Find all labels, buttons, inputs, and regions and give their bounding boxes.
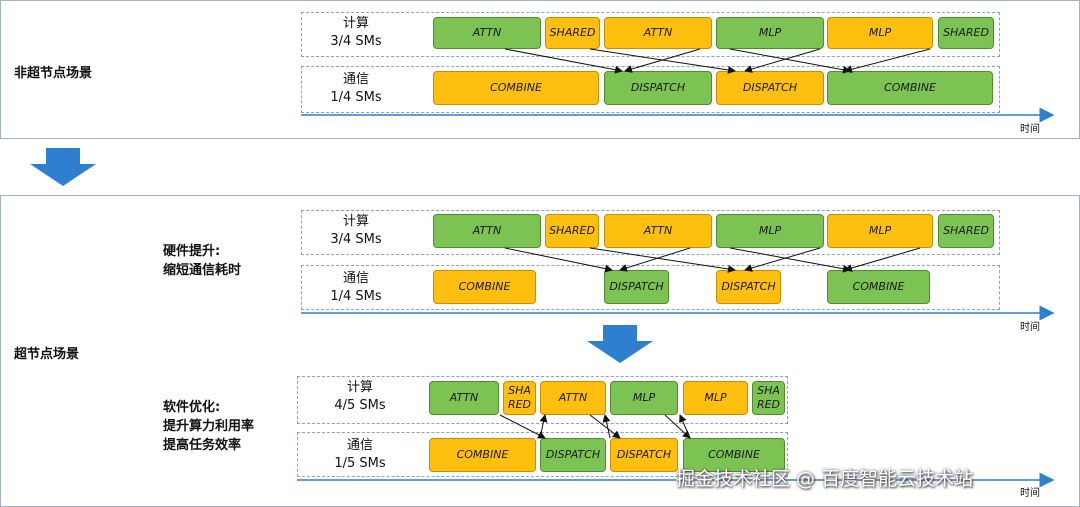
comm-block: COMBINE — [433, 71, 599, 105]
compute-block: SHARED — [938, 214, 994, 248]
hardware-note-line: 缩短通信耗时 — [163, 263, 242, 278]
compute-block: MLP — [683, 381, 748, 415]
compute-block: MLP — [827, 214, 933, 248]
compute-block: SHARED — [938, 17, 994, 49]
compute-lane-label-line: 3/4 SMs — [330, 232, 382, 247]
hardware-note-line: 硬件提升: — [163, 244, 221, 259]
comm-lane-label: 通信 1/5 SMs — [320, 437, 400, 473]
comm-block: COMBINE — [827, 270, 930, 304]
time-axis-label: 时间 — [1020, 322, 1040, 333]
dependency-arrow — [729, 48, 851, 74]
comm-lane-label-line: 通信 — [346, 438, 373, 453]
comm-lane — [301, 265, 1000, 310]
comm-lane — [301, 66, 1000, 113]
hardware-note: 硬件提升: 缩短通信耗时 — [163, 242, 241, 280]
dependency-arrow — [504, 247, 613, 273]
compute-lane — [301, 12, 1000, 57]
watermark: 掘金技术社区 @ 百度智能云技术站 — [676, 468, 974, 490]
compute-block: SHA RED — [503, 381, 536, 415]
compute-block: ATTN — [540, 381, 606, 415]
comm-block: DISPATCH — [604, 270, 669, 304]
dependency-arrow — [589, 414, 621, 439]
comm-block: COMBINE — [683, 438, 785, 472]
dependency-arrow — [664, 414, 691, 439]
dependency-arrow — [844, 48, 931, 74]
panel-label-non-supernode: 非超节点场景 — [14, 66, 93, 81]
compute-block: ATTN — [604, 214, 712, 248]
dependency-arrow — [504, 48, 623, 74]
compute-lane-label-line: 计算 — [346, 380, 373, 395]
time-axis-label: 时间 — [1020, 488, 1040, 499]
compute-lane-label: 计算 3/4 SMs — [316, 213, 396, 249]
comm-lane-label-line: 通信 — [342, 271, 369, 286]
comm-lane-label-line: 通信 — [342, 72, 369, 87]
dependency-arrow — [619, 247, 691, 272]
compute-lane-label-line: 4/5 SMs — [334, 398, 386, 413]
compute-block: ATTN — [433, 214, 541, 248]
comm-lane-label: 通信 1/4 SMs — [316, 270, 396, 306]
compute-block: SHA RED — [752, 381, 785, 415]
compute-block: SHARED — [545, 17, 600, 49]
dependency-arrow — [499, 414, 546, 439]
compute-block: ATTN — [429, 381, 499, 415]
comm-block: DISPATCH — [610, 438, 678, 472]
comm-lane-label-line: 1/4 SMs — [330, 289, 382, 304]
software-note: 软件优化: 提升算力利用率 提高任务效率 — [163, 398, 254, 455]
comm-block: DISPATCH — [540, 438, 606, 472]
comm-block: COMBINE — [433, 270, 536, 304]
comm-lane-label-line: 1/4 SMs — [330, 90, 382, 105]
compute-block: MLP — [716, 17, 824, 49]
comm-lane-label-line: 1/5 SMs — [334, 456, 386, 471]
down-arrow-icon — [30, 148, 96, 186]
compute-block: SHARED — [545, 214, 599, 248]
compute-block: ATTN — [604, 17, 712, 49]
dependency-arrow — [589, 247, 736, 273]
dependency-arrow — [589, 48, 736, 74]
comm-block: COMBINE — [827, 71, 993, 105]
compute-lane — [297, 376, 788, 424]
compute-block: ATTN — [433, 17, 541, 49]
compute-lane-label-line: 计算 — [342, 16, 369, 31]
comm-block: DISPATCH — [716, 71, 824, 105]
dependency-arrow — [602, 414, 611, 439]
comm-block: DISPATCH — [604, 71, 712, 105]
compute-lane-label: 计算 4/5 SMs — [320, 379, 400, 415]
software-note-line: 提高任务效率 — [163, 438, 242, 453]
dependency-arrow — [729, 247, 851, 273]
dependency-arrow — [744, 247, 821, 272]
compute-block: MLP — [827, 17, 933, 49]
software-note-line: 软件优化: — [163, 400, 221, 415]
compute-block: MLP — [716, 214, 824, 248]
down-arrow-icon — [587, 325, 653, 363]
panel-label-supernode: 超节点场景 — [14, 347, 80, 362]
compute-lane-label: 计算 3/4 SMs — [316, 15, 396, 51]
time-axis-label: 时间 — [1020, 124, 1040, 135]
compute-lane-label-line: 计算 — [342, 214, 369, 229]
compute-block: MLP — [610, 381, 678, 415]
compute-lane-label-line: 3/4 SMs — [330, 34, 382, 49]
software-note-line: 提升算力利用率 — [163, 419, 255, 434]
comm-block: COMBINE — [429, 438, 536, 472]
compute-lane — [301, 210, 1000, 255]
dependency-arrow — [844, 247, 921, 272]
dependency-arrow — [679, 414, 691, 439]
dependency-arrow — [539, 414, 548, 439]
dependency-arrow — [744, 48, 821, 73]
comm-lane-label: 通信 1/4 SMs — [316, 71, 396, 107]
